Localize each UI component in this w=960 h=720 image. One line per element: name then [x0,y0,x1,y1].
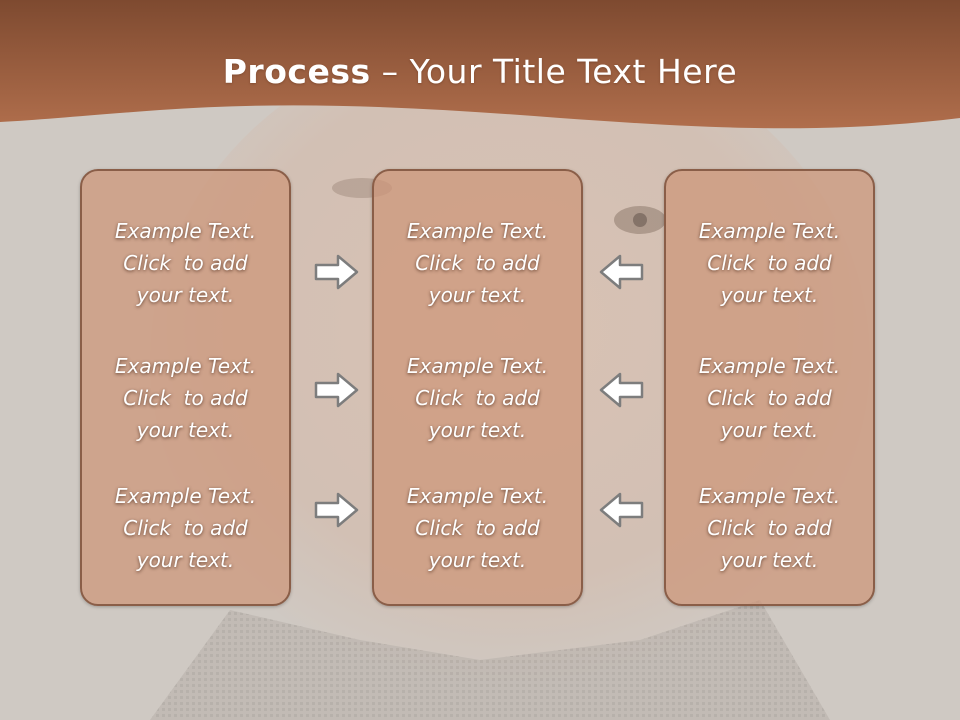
text-line: Example Text. [406,354,549,378]
text-block[interactable]: Example Text. Click to add your text. [374,215,581,311]
text-line: your text. [428,283,527,307]
text-line: your text. [720,283,819,307]
text-block[interactable]: Example Text. Click to add your text. [666,350,873,446]
text-line: Click to add [415,251,540,275]
text-line: Example Text. [114,219,257,243]
arrow-left-icon [599,254,644,290]
text-block[interactable]: Example Text. Click to add your text. [82,480,289,576]
text-block[interactable]: Example Text. Click to add your text. [666,215,873,311]
right-column-box[interactable]: Example Text. Click to add your text. Ex… [664,169,875,606]
text-block[interactable]: Example Text. Click to add your text. [666,480,873,576]
arrow-right-icon [314,372,359,408]
text-line: Example Text. [698,484,841,508]
text-line: Click to add [415,516,540,540]
center-column-box[interactable]: Example Text. Click to add your text. Ex… [372,169,583,606]
slide-title[interactable]: Process – Your Title Text Here [0,52,960,91]
text-block[interactable]: Example Text. Click to add your text. [374,480,581,576]
text-line: Click to add [707,251,832,275]
text-line: Click to add [123,386,248,410]
left-column-box[interactable]: Example Text. Click to add your text. Ex… [80,169,291,606]
text-block[interactable]: Example Text. Click to add your text. [374,350,581,446]
title-bold: Process [222,52,371,91]
title-rest: – Your Title Text Here [370,52,738,91]
text-line: your text. [720,548,819,572]
text-block[interactable]: Example Text. Click to add your text. [82,350,289,446]
arrow-right-icon [314,254,359,290]
arrow-left-icon [599,372,644,408]
text-line: Click to add [123,251,248,275]
text-line: Click to add [123,516,248,540]
text-line: your text. [428,548,527,572]
text-line: Example Text. [698,219,841,243]
text-line: Example Text. [114,484,257,508]
text-line: your text. [428,418,527,442]
text-line: Click to add [415,386,540,410]
text-line: your text. [720,418,819,442]
text-block[interactable]: Example Text. Click to add your text. [82,215,289,311]
text-line: Example Text. [406,219,549,243]
arrow-right-icon [314,492,359,528]
text-line: Example Text. [698,354,841,378]
arrow-left-icon [599,492,644,528]
text-line: Click to add [707,386,832,410]
text-line: your text. [136,548,235,572]
text-line: Example Text. [406,484,549,508]
text-line: your text. [136,418,235,442]
text-line: Example Text. [114,354,257,378]
text-line: Click to add [707,516,832,540]
text-line: your text. [136,283,235,307]
